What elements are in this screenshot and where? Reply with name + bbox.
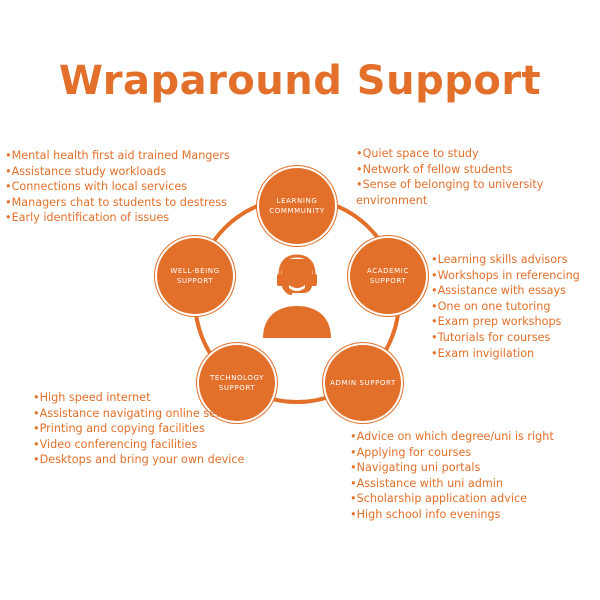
wellbeing-support-list: Mental health first aid trained Mangers …	[5, 148, 275, 226]
list-item: Navigating uni portals	[350, 460, 595, 476]
list-item: Learning skills advisors	[431, 252, 599, 268]
list-item: Workshops in referencing	[431, 268, 599, 284]
node-wellbeing-support: WELL-BEING SUPPORT	[157, 238, 233, 314]
list-item: Connections with local services	[5, 179, 275, 195]
list-item: Early identification of issues	[5, 210, 275, 226]
list-item: Exam invigilation	[431, 346, 599, 362]
list-item: Assistance study workloads	[5, 164, 275, 180]
list-item: Mental health first aid trained Mangers	[5, 148, 275, 164]
list-item: High school info evenings	[350, 507, 595, 523]
list-item: Tutorials for courses	[431, 330, 599, 346]
list-item: High speed internet	[33, 390, 278, 406]
technology-support-list: High speed internet Assistance navigatin…	[33, 390, 278, 468]
node-label-technology-support: TECHNOLOGY SUPPORT	[209, 374, 265, 392]
list-item: Scholarship application advice	[350, 491, 595, 507]
list-item: Applying for courses	[350, 445, 595, 461]
list-item: Assistance with essays	[431, 283, 599, 299]
node-admin-support: ADMIN SUPPORT	[325, 345, 401, 421]
node-label-wellbeing-support: WELL-BEING SUPPORT	[170, 267, 220, 285]
node-label-admin-support: ADMIN SUPPORT	[330, 379, 396, 387]
list-item: Advice on which degree/uni is right	[350, 429, 595, 445]
list-item: Exam prep workshops	[431, 314, 599, 330]
person-headset-icon	[263, 254, 331, 338]
list-item: Quiet space to study	[356, 146, 586, 162]
list-item: Video conferencing facilities	[33, 437, 278, 453]
list-item: One on one tutoring	[431, 299, 599, 315]
admin-support-list: Advice on which degree/uni is right Appl…	[350, 429, 595, 523]
node-label-academic-support: ACADEMIC SUPPORT	[367, 267, 409, 285]
list-item: Assistance navigating online services	[33, 406, 278, 422]
node-academic-support: ACADEMIC SUPPORT	[350, 238, 426, 314]
list-item: Assistance with uni admin	[350, 476, 595, 492]
node-label-learning-community: LEARNING COMMMUNITY	[269, 197, 325, 215]
list-item: Sense of belonging to university environ…	[356, 177, 586, 208]
learning-community-list: Quiet space to study Network of fellow s…	[356, 146, 586, 208]
academic-support-list: Learning skills advisors Workshops in re…	[431, 252, 599, 361]
page-title: Wraparound Support	[58, 58, 542, 104]
list-item: Printing and copying facilities	[33, 421, 278, 437]
list-item: Network of fellow students	[356, 162, 586, 178]
list-item: Managers chat to students to destress	[5, 195, 275, 211]
list-item: Desktops and bring your own device	[33, 452, 278, 468]
